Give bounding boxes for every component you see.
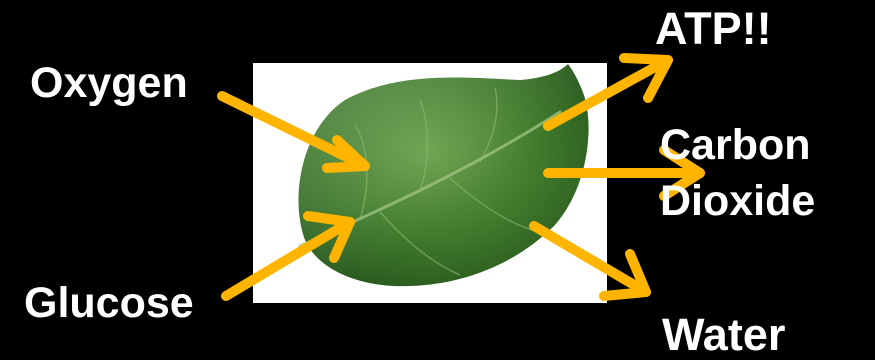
carbon-dioxide-label: Carbon Dioxide xyxy=(660,117,815,229)
carbon-dioxide-line2: Dioxide xyxy=(660,173,815,229)
atp-label: ATP!! xyxy=(655,6,772,51)
carbon-dioxide-line1: Carbon xyxy=(660,117,815,173)
water-label: Water xyxy=(662,312,785,357)
glucose-label: Glucose xyxy=(24,282,194,325)
oxygen-label: Oxygen xyxy=(30,62,188,105)
